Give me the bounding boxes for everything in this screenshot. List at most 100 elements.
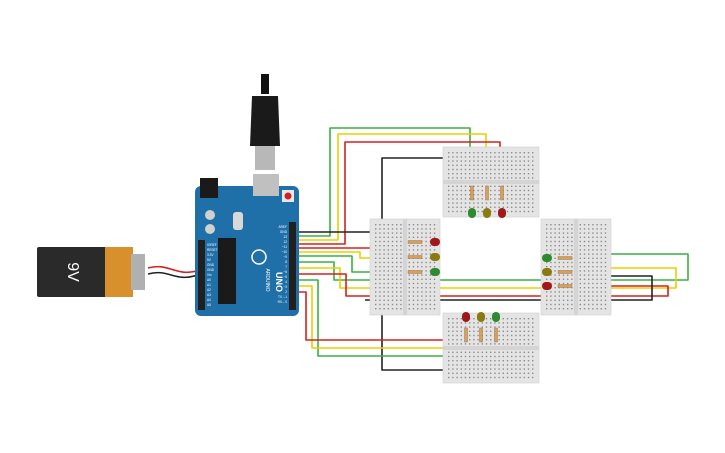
pin-label: ~10 <box>282 250 288 254</box>
pin-label: TX→1 <box>278 295 287 299</box>
arduino-logo-icon <box>251 249 267 265</box>
pin-label: ~9 <box>283 255 287 259</box>
led-green[interactable] <box>468 208 476 218</box>
resistor <box>485 185 489 201</box>
battery-9v[interactable]: 9V <box>37 247 145 297</box>
led-yellow[interactable] <box>430 253 440 261</box>
breadboard-south[interactable] <box>442 312 540 384</box>
resistor <box>500 185 504 201</box>
led-yellow[interactable] <box>477 312 485 322</box>
power-pin-label: IOREF <box>207 243 217 247</box>
breadboard-channel <box>403 219 407 315</box>
traffic-lights-layer <box>407 185 573 343</box>
traffic-light-north <box>468 185 506 218</box>
pin-label: 8 <box>285 260 287 264</box>
led-yellow[interactable] <box>542 268 552 276</box>
resistor <box>479 327 483 343</box>
power-pin-label: A4 <box>207 298 211 302</box>
led-green[interactable] <box>430 268 440 276</box>
wire-yellow-east <box>297 267 677 289</box>
pin-label: 7 <box>285 265 287 269</box>
led-red[interactable] <box>430 238 440 246</box>
battery-label: 9V <box>64 262 81 282</box>
power-jack <box>200 178 218 198</box>
pin-label: RX←0 <box>278 300 288 304</box>
breadboard-holes <box>448 152 534 213</box>
led-red[interactable] <box>542 282 552 290</box>
breadboards-layer <box>369 146 612 384</box>
crystal <box>233 212 243 230</box>
resistor <box>464 327 468 343</box>
power-pin-label: A3 <box>207 293 211 297</box>
pin-label: 12 <box>283 240 287 244</box>
wire-red-east <box>297 273 669 297</box>
reset-button-cap <box>284 192 292 200</box>
pin-label: ~5 <box>283 275 287 279</box>
power-pin-label: A1 <box>207 283 211 287</box>
led-green[interactable] <box>492 312 500 322</box>
power-pin-label: GND <box>207 263 215 267</box>
traffic-light-west <box>407 238 440 276</box>
pin-label: 4 <box>285 280 287 284</box>
led-yellow[interactable] <box>483 208 491 218</box>
breadboard-channel <box>443 346 539 350</box>
atmega-chip <box>218 238 236 304</box>
led-red[interactable] <box>462 312 470 322</box>
breadboard-west[interactable] <box>369 218 441 316</box>
power-pin-label: Vin <box>207 273 212 277</box>
pin-label: GND <box>280 230 288 234</box>
capacitor-2 <box>205 224 215 234</box>
breadboard-east[interactable] <box>540 218 612 316</box>
traffic-light-east <box>542 254 573 290</box>
resistor <box>407 255 423 259</box>
usb-cable <box>250 74 280 170</box>
power-pin-label: 5V <box>207 258 212 262</box>
resistor <box>407 240 423 244</box>
resistor <box>407 270 423 274</box>
pin-label: AREF <box>278 225 287 229</box>
breadboard-north[interactable] <box>442 146 540 218</box>
usb-cable-wire <box>261 74 269 94</box>
wire-green-east <box>297 253 689 281</box>
resistor <box>557 284 573 288</box>
breadboard-holes <box>448 318 534 379</box>
power-analog-header <box>198 240 205 310</box>
resistor <box>557 270 573 274</box>
resistor <box>557 256 573 260</box>
arduino-model-text: UNO <box>274 272 284 292</box>
power-pin-label: A2 <box>207 288 211 292</box>
wires-layer <box>147 127 689 371</box>
pin-label: 2 <box>285 290 287 294</box>
battery-body <box>37 247 107 297</box>
traffic-light-south <box>462 312 500 343</box>
arduino-uno-board[interactable]: ARDUINO UNO AREFGND1312~11~10~987~6~54~3… <box>195 174 299 316</box>
usb-plug-body <box>250 96 280 146</box>
resistor <box>470 185 474 201</box>
capacitor-1 <box>205 210 215 220</box>
power-pin-label: RESET <box>207 248 218 252</box>
usb-plug-metal <box>255 146 275 170</box>
power-pin-label: A5 <box>207 303 211 307</box>
power-pin-label: 3.3V <box>207 253 214 257</box>
pin-label: 13 <box>283 235 287 239</box>
wire-battery-negative <box>147 271 201 279</box>
digital-header <box>289 222 296 310</box>
wire-battery-positive <box>147 265 201 274</box>
arduino-brand-text: ARDUINO <box>264 268 270 291</box>
power-pin-label: A0 <box>207 278 211 282</box>
led-red[interactable] <box>498 208 506 218</box>
breadboard-channel <box>574 219 578 315</box>
battery-terminals <box>131 254 145 290</box>
resistor <box>494 327 498 343</box>
battery-band <box>105 247 133 297</box>
usb-jack <box>253 174 279 196</box>
breadboard-channel <box>443 180 539 184</box>
pin-label: ~6 <box>283 270 287 274</box>
power-pin-label: GND <box>207 268 215 272</box>
led-green[interactable] <box>542 254 552 262</box>
pin-label: ~3 <box>283 285 287 289</box>
pin-label: ~11 <box>282 245 287 249</box>
